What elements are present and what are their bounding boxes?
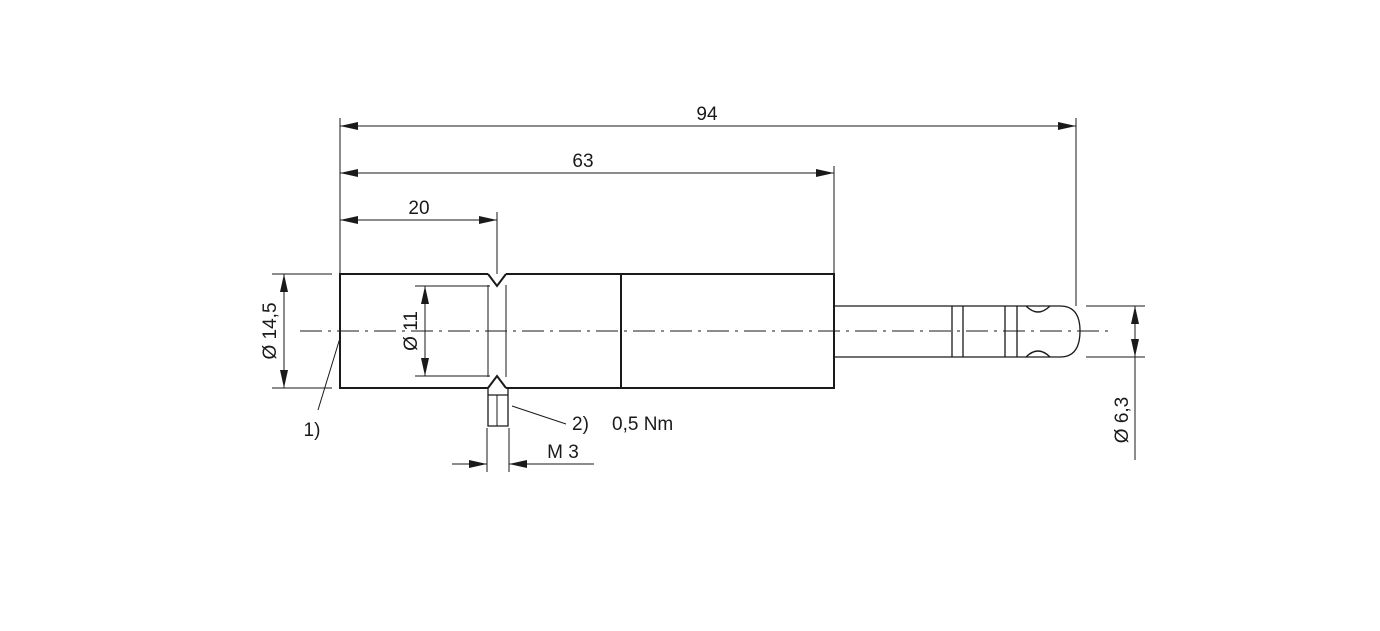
- dimension-groove-diameter: Ø 11: [401, 286, 429, 376]
- dimension-20: 20: [340, 198, 497, 224]
- dim-cable-diameter-label: Ø 6,3: [1112, 397, 1133, 443]
- callout-1-label: 1): [304, 420, 321, 441]
- callout-1: 1): [304, 337, 341, 441]
- set-screw: [487, 388, 509, 427]
- dim-thread-label: M 3: [547, 442, 579, 463]
- dim-63-label: 63: [572, 151, 593, 172]
- dim-20-label: 20: [408, 198, 429, 219]
- dimension-thread: M 3: [452, 442, 594, 468]
- dimension-cable-diameter: Ø 6,3: [1112, 306, 1139, 460]
- dim-94-label: 94: [696, 104, 718, 125]
- extension-lines: [272, 118, 1145, 472]
- dimension-94: 94: [340, 104, 1076, 130]
- torque-label: 0,5 Nm: [612, 414, 673, 435]
- dim-groove-diameter-label: Ø 11: [401, 311, 422, 351]
- dim-body-diameter-label: Ø 14,5: [260, 302, 281, 359]
- callout-2: 2) 0,5 Nm: [511, 405, 673, 435]
- callout-2-label: 2): [572, 414, 589, 435]
- dimension-63: 63: [340, 151, 834, 177]
- dimension-body-diameter: Ø 14,5: [260, 274, 288, 388]
